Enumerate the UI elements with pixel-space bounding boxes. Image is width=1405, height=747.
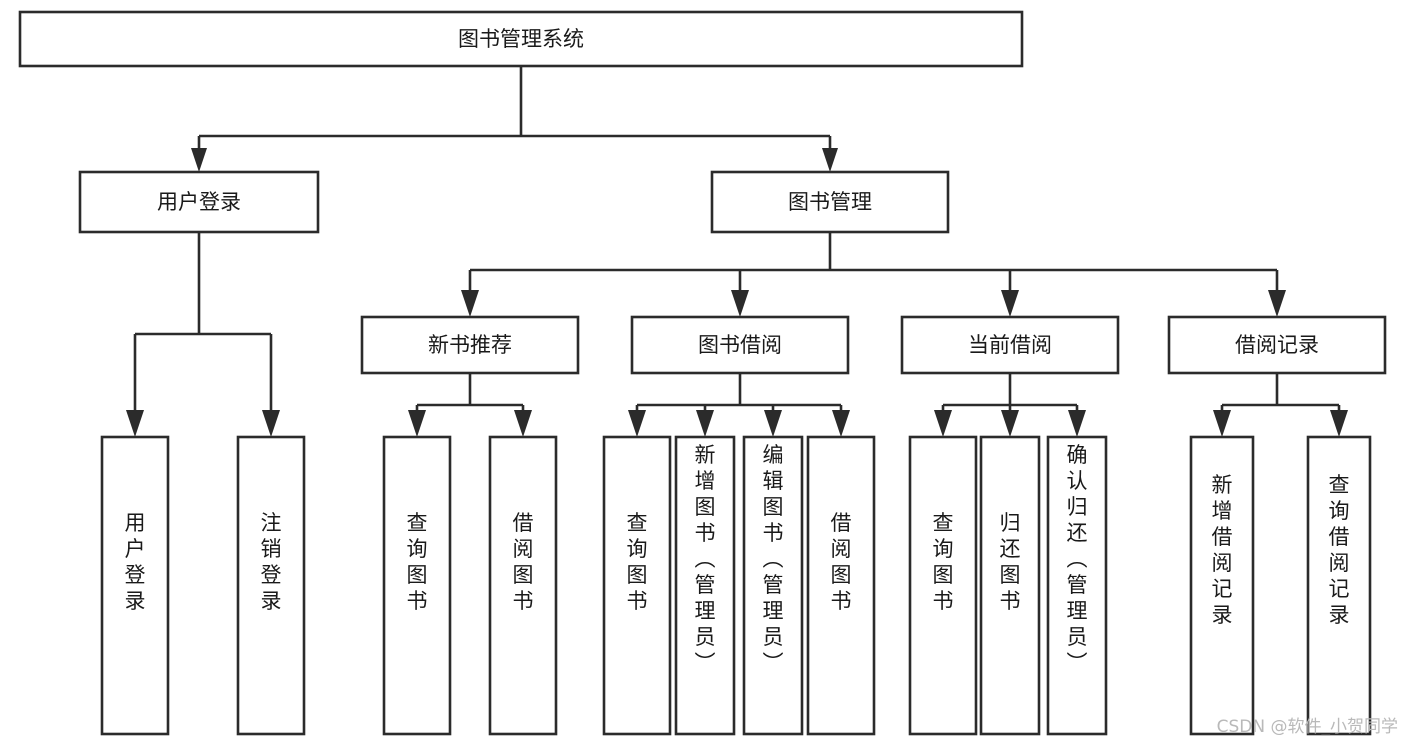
- node-leaf-return-book-label: 归还图书: [1000, 511, 1021, 613]
- node-current-borrow-box[interactable]: [900, 315, 1120, 375]
- node-leaf-borrow-book-2[interactable]: 借阅图书: [806, 435, 876, 736]
- arrow-borrow-record: [1268, 290, 1286, 317]
- node-leaf-query-book-2[interactable]: 查询图书: [602, 435, 672, 736]
- arrow-leaf-edit-book: [764, 410, 782, 437]
- node-borrow-record-label: 借阅记录: [1235, 333, 1319, 357]
- node-leaf-query-book-3-box[interactable]: [908, 435, 978, 736]
- arrow-leaf-add-record: [1213, 410, 1231, 437]
- arrow-leaf-add-book: [696, 410, 714, 437]
- node-leaf-query-book-2-box[interactable]: [602, 435, 672, 736]
- node-leaf-query-book-2-label: 查询图书: [627, 511, 648, 613]
- csdn-watermark: CSDN @软件_小贺同学: [1217, 717, 1398, 737]
- leaf-layer: 用户登录 注销登录 查询图书 借阅图书 查询图书 新增图书︵管理员︶ 编辑图书︵…: [100, 435, 1372, 736]
- node-user-login-box[interactable]: [78, 170, 320, 234]
- arrow-leaf-query-record: [1330, 410, 1348, 437]
- node-borrow-record[interactable]: 借阅记录: [1167, 315, 1387, 375]
- node-leaf-add-book-box[interactable]: [674, 435, 736, 736]
- node-root-box[interactable]: [18, 10, 1024, 68]
- node-current-borrow-label: 当前借阅: [968, 333, 1052, 357]
- arrow-to-book-manage: [822, 148, 838, 172]
- arrow-book-borrow: [731, 290, 749, 317]
- node-leaf-query-record[interactable]: 查询借阅记录: [1306, 435, 1372, 736]
- node-leaf-query-record-label: 查询借阅记录: [1329, 473, 1350, 627]
- node-leaf-borrow-book-2-label: 借阅图书: [831, 511, 852, 613]
- node-book-manage-label: 图书管理: [788, 190, 872, 214]
- node-leaf-query-book-3-label: 查询图书: [933, 511, 954, 613]
- node-leaf-return-book-box[interactable]: [979, 435, 1041, 736]
- arrow-leaf-return-book: [1001, 410, 1019, 437]
- node-leaf-user-login-label: 用户登录: [125, 511, 146, 613]
- node-leaf-query-book-3[interactable]: 查询图书: [908, 435, 978, 736]
- node-book-borrow[interactable]: 图书借阅: [630, 315, 850, 375]
- arrow-new-book-recommend: [461, 290, 479, 317]
- node-leaf-borrow-book-1-box[interactable]: [488, 435, 558, 736]
- node-leaf-user-login[interactable]: 用户登录: [100, 435, 170, 736]
- arrow-leaf-borrow-book-1: [514, 410, 532, 437]
- node-book-manage-box[interactable]: [710, 170, 950, 234]
- node-leaf-confirm-return[interactable]: 确认归还︵管理员︶: [1046, 435, 1108, 736]
- node-leaf-query-record-box[interactable]: [1306, 435, 1372, 736]
- node-new-book-recommend-label: 新书推荐: [428, 333, 512, 357]
- arrow-leaf-borrow-book-2: [832, 410, 850, 437]
- node-leaf-borrow-book-1-label: 借阅图书: [513, 511, 534, 613]
- node-current-borrow[interactable]: 当前借阅: [900, 315, 1120, 375]
- node-leaf-user-logout[interactable]: 注销登录: [236, 435, 306, 736]
- node-leaf-edit-book-label: 编辑图书︵管理员︶: [763, 443, 784, 675]
- arrow-leaf-confirm-return: [1068, 410, 1086, 437]
- node-new-book-recommend-box[interactable]: [360, 315, 580, 375]
- node-borrow-record-box[interactable]: [1167, 315, 1387, 375]
- node-new-book-recommend[interactable]: 新书推荐: [360, 315, 580, 375]
- node-leaf-add-record-box[interactable]: [1189, 435, 1255, 736]
- node-leaf-edit-book[interactable]: 编辑图书︵管理员︶: [742, 435, 804, 736]
- arrow-leaf-query-book-3: [934, 410, 952, 437]
- node-leaf-add-book[interactable]: 新增图书︵管理员︶: [674, 435, 736, 736]
- node-leaf-add-record-label: 新增借阅记录: [1212, 473, 1233, 627]
- node-leaf-query-book-1-box[interactable]: [382, 435, 452, 736]
- arrow-current-borrow: [1001, 290, 1019, 317]
- node-user-login[interactable]: 用户登录: [78, 170, 320, 234]
- node-leaf-return-book[interactable]: 归还图书: [979, 435, 1041, 736]
- node-leaf-user-logout-label: 注销登录: [261, 511, 282, 613]
- arrow-to-user-login: [191, 148, 207, 172]
- arrow-leaf-query-book-1: [408, 410, 426, 437]
- node-leaf-user-login-box[interactable]: [100, 435, 170, 736]
- node-book-borrow-box[interactable]: [630, 315, 850, 375]
- connector-layer: [126, 66, 1348, 437]
- node-leaf-confirm-return-box[interactable]: [1046, 435, 1108, 736]
- node-leaf-user-logout-box[interactable]: [236, 435, 306, 736]
- node-leaf-add-book-label: 新增图书︵管理员︶: [695, 443, 716, 675]
- node-book-manage[interactable]: 图书管理: [710, 170, 950, 234]
- node-leaf-confirm-return-label: 确认归还︵管理员︶: [1067, 443, 1088, 675]
- node-leaf-borrow-book-2-box[interactable]: [806, 435, 876, 736]
- node-leaf-query-book-1-label: 查询图书: [407, 511, 428, 613]
- node-leaf-add-record[interactable]: 新增借阅记录: [1189, 435, 1255, 736]
- node-user-login-label: 用户登录: [157, 190, 241, 214]
- node-leaf-query-book-1[interactable]: 查询图书: [382, 435, 452, 736]
- node-root[interactable]: 图书管理系统: [18, 10, 1024, 68]
- node-leaf-borrow-book-1[interactable]: 借阅图书: [488, 435, 558, 736]
- node-book-borrow-label: 图书借阅: [698, 333, 782, 357]
- arrow-leaf-query-book-2: [628, 410, 646, 437]
- arrow-leaf-user-login: [126, 410, 144, 437]
- node-root-label: 图书管理系统: [458, 27, 584, 51]
- arrow-leaf-user-logout: [262, 410, 280, 437]
- node-leaf-edit-book-box[interactable]: [742, 435, 804, 736]
